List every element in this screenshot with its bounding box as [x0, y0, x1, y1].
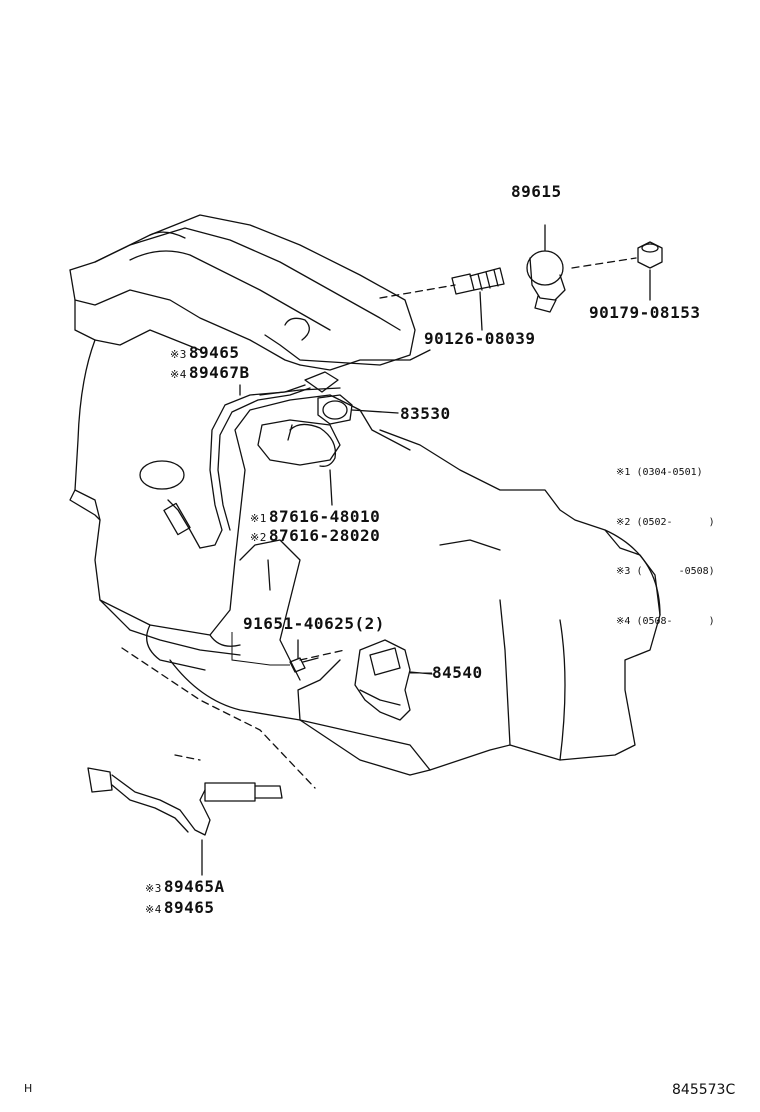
date-range-legend: ※1 (0304-0501) ※2 (0502- ) ※3 ( -0508) ※…: [616, 432, 715, 647]
legend-row: ※3 ( -0508): [616, 566, 715, 577]
nut-drawing: [637, 241, 663, 301]
oil-switch-drawing: [317, 394, 399, 425]
upper-o2-sensor-drawing: [163, 371, 339, 549]
lower-o2-sensor-drawing: [87, 767, 283, 876]
bolt-drawing: [289, 639, 319, 673]
leader-lines: [231, 632, 432, 674]
transmission-drawing: [169, 429, 661, 776]
legend-row: ※4 (0508- ): [616, 615, 715, 627]
clip-drawing: [287, 423, 337, 506]
dashed-leaders: [121, 257, 637, 789]
part-label-knock-sensor: 89615: [511, 182, 562, 201]
diagram-id: 845573C: [672, 1082, 736, 1098]
stud-bolt-drawing: [451, 267, 505, 331]
cylinder-head-drawing: [69, 214, 431, 371]
engine-block-drawing: [69, 329, 411, 671]
part-label-nut: 90179-08153: [589, 303, 701, 322]
legend-row: ※2 (0502- ): [616, 516, 715, 528]
neutral-switch-drawing: [354, 639, 433, 721]
knock-sensor-drawing: [526, 224, 566, 313]
part-label-oil-switch: 83530: [400, 404, 451, 423]
part-label-bolt: 91651-40625(2): [243, 614, 385, 633]
part-label-neutral-switch: 84540: [432, 663, 483, 682]
legend-row: ※1 (0304-0501): [616, 467, 703, 478]
part-label-stud-bolt: 90126-08039: [424, 329, 536, 348]
footer-left-code: H: [24, 1082, 33, 1095]
